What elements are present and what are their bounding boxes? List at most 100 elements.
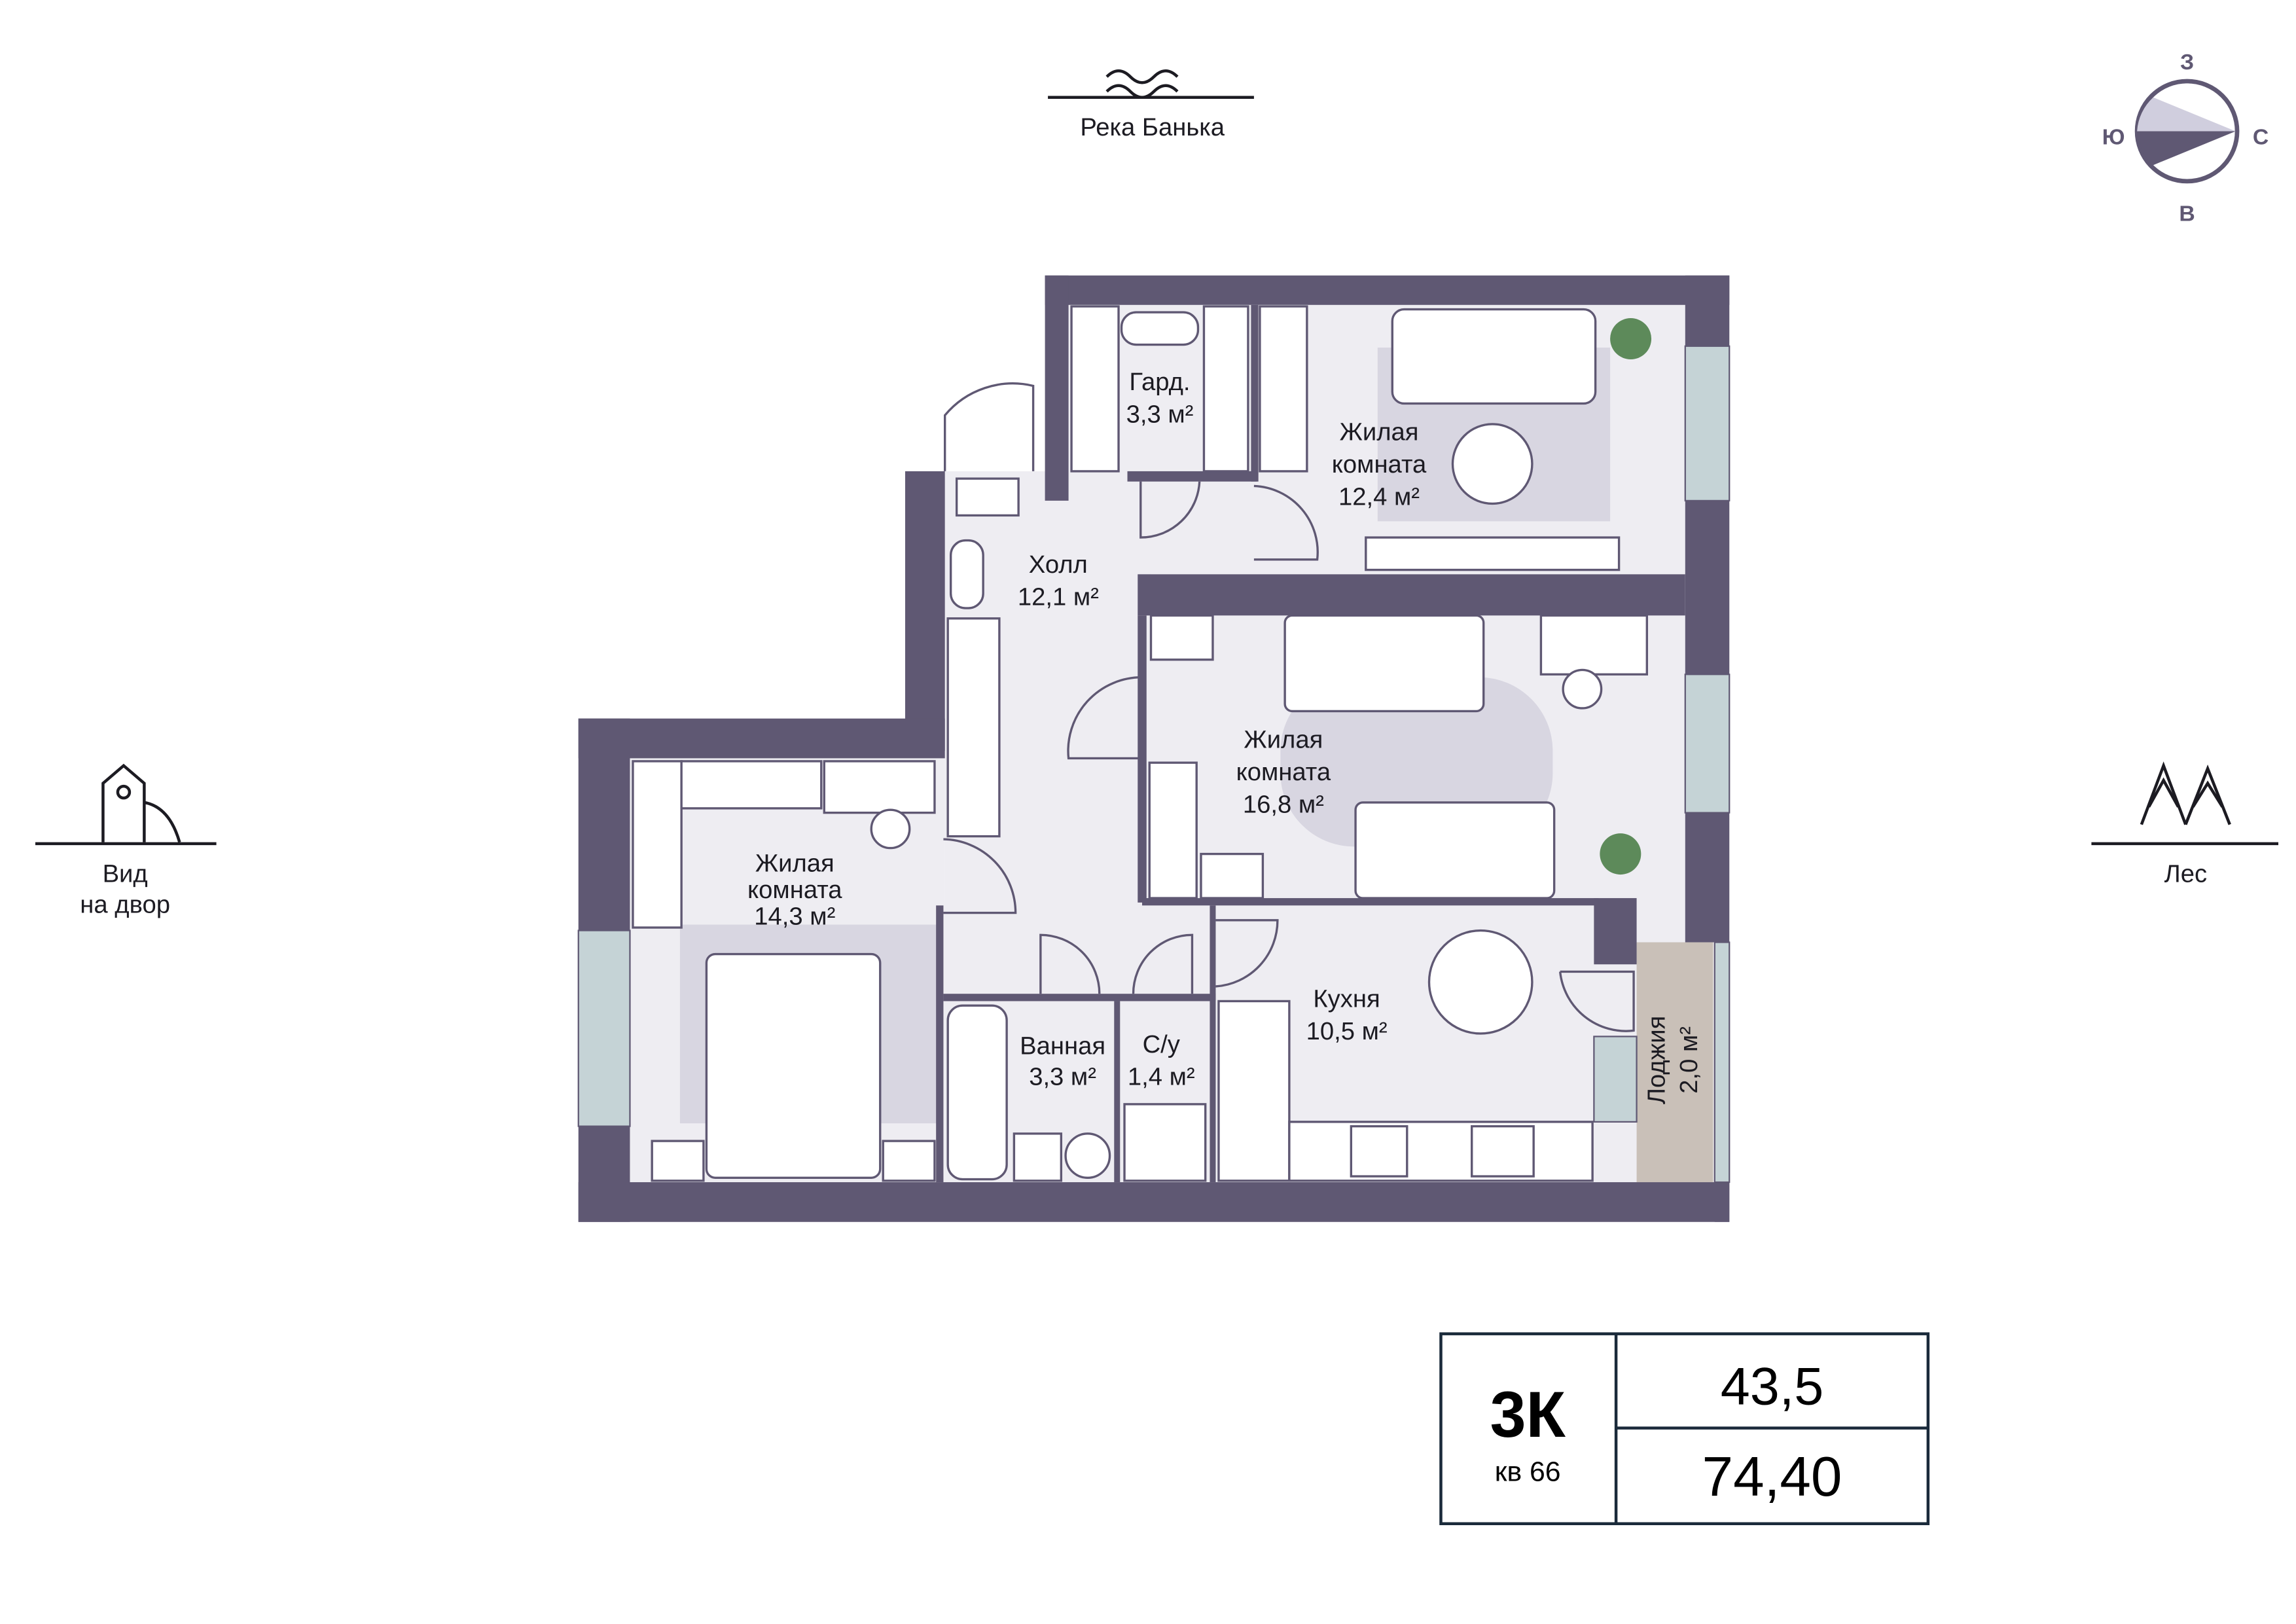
bathroom-area: 3,3 м² <box>1029 1063 1096 1091</box>
bath-sink <box>1013 1132 1063 1182</box>
living-area: 43,5 <box>1721 1358 1824 1416</box>
apartment-info-box: 3К кв 66 43,5 74,40 <box>1439 1332 1930 1526</box>
window-top-room <box>1684 345 1731 502</box>
coffee-table <box>1451 423 1534 505</box>
window-left-room <box>577 929 631 1127</box>
compass-west: З <box>2180 50 2194 75</box>
windows <box>577 345 1731 1183</box>
river-label: Река Банька <box>1080 113 1225 141</box>
living-top-name1: Жилая <box>1340 418 1419 446</box>
total-area: 74,40 <box>1702 1446 1842 1508</box>
living-top-area: 12,4 м² <box>1338 483 1420 511</box>
kitchen-area: 10,5 м² <box>1306 1017 1388 1045</box>
compass-south: Ю <box>2102 125 2125 150</box>
wardrobe-closet-1 <box>1070 305 1120 473</box>
sofa <box>1391 308 1597 405</box>
living-left-area: 14,3 м² <box>754 903 835 931</box>
loggia-area: 2,0 м² <box>1675 1026 1703 1094</box>
hall-closet <box>946 617 1001 838</box>
plant-mid-room-icon <box>1600 833 1641 875</box>
doors <box>943 382 1635 1032</box>
wardrobe-bench <box>1120 311 1200 346</box>
river-waves-icon <box>1048 69 1254 99</box>
trees-icon <box>2091 761 2279 846</box>
left-chair <box>870 808 911 850</box>
bathtub <box>946 1004 1008 1181</box>
nightstand-left <box>651 1140 705 1182</box>
mid-desk-right <box>1539 614 1649 676</box>
hall-name: Холл <box>1029 550 1088 579</box>
plant-top-room-icon <box>1610 318 1652 360</box>
compass-north: С <box>2253 125 2269 150</box>
wall-wardrobe-right <box>1251 304 1259 482</box>
mid-desk-left <box>1149 614 1214 661</box>
door-mid-room <box>1067 676 1143 760</box>
living-mid-name1: Жилая <box>1244 726 1323 754</box>
wall-hall-left <box>905 471 945 751</box>
toilet-fixture <box>1123 1103 1207 1182</box>
wall-bath-toilet <box>1114 1001 1121 1183</box>
mid-closet <box>1148 761 1198 899</box>
wall-bottom <box>578 1182 1730 1222</box>
compass-light-sector <box>2137 97 2236 132</box>
nightstand-right <box>882 1140 936 1182</box>
hall-ottoman <box>949 539 984 609</box>
dining-table <box>1427 929 1534 1035</box>
wardrobe-closet-2 <box>1202 305 1249 473</box>
kitchen-counter <box>1288 1121 1594 1182</box>
door-entrance <box>943 382 1035 471</box>
door-bathroom <box>1039 933 1101 994</box>
furniture <box>632 305 1652 1182</box>
fridge-column <box>1217 1000 1291 1182</box>
tv-stand <box>1365 536 1621 571</box>
toilet-name: С/у <box>1143 1030 1181 1058</box>
living-left-name2: комната <box>747 876 842 904</box>
bed-single-bottom <box>1354 801 1556 899</box>
loggia-name: Лоджия <box>1642 1016 1670 1104</box>
compass-east: В <box>2179 202 2195 226</box>
room-labels: Гард. 3,3 м² Жилая комната 12,4 м² Холл … <box>747 368 1703 1104</box>
hall-bench <box>955 477 1020 517</box>
left-desk <box>823 760 936 814</box>
wardrobe-name: Гард. <box>1129 368 1190 396</box>
yard-label-line2: на двор <box>80 891 170 919</box>
wall-top-left <box>1045 275 1069 501</box>
living-left-name1: Жилая <box>755 850 834 878</box>
window-mid-room <box>1684 674 1731 814</box>
living-mid-area: 16,8 м² <box>1243 791 1324 819</box>
left-closet-vertical <box>632 760 683 929</box>
wall-left-room-right <box>936 905 944 1183</box>
wardrobe-area: 3,3 м² <box>1126 401 1194 429</box>
door-top-room <box>1253 484 1319 561</box>
door-wardrobe <box>1139 481 1201 539</box>
river-landmark: Река Банька <box>1048 69 1254 141</box>
hall-area: 12,1 м² <box>1018 583 1099 611</box>
bed-single-top <box>1283 614 1485 713</box>
door-left-room <box>943 838 1017 914</box>
living-top-name2: комната <box>1332 450 1427 478</box>
wall-mid-top <box>1138 574 1685 616</box>
wall-left-top <box>578 718 945 759</box>
wall-wardrobe-bottom <box>1127 471 1257 482</box>
forest-label: Лес <box>2164 859 2207 888</box>
window-loggia <box>1713 941 1731 1183</box>
apartment-number: кв 66 <box>1495 1456 1561 1488</box>
playground-icon <box>35 763 217 846</box>
wall-toilet-kitchen <box>1210 905 1216 1183</box>
door-toilet <box>1132 933 1194 994</box>
apartment-type: 3К <box>1490 1378 1566 1451</box>
kitchen-name: Кухня <box>1313 984 1380 1013</box>
left-closet-horizontal <box>680 760 823 810</box>
living-mid-name2: комната <box>1236 758 1331 786</box>
loggia-floor <box>1636 942 1713 1183</box>
door-loggia <box>1558 970 1635 1032</box>
door-kitchen <box>1215 919 1279 988</box>
mid-chair <box>1562 668 1603 710</box>
wall-kitchen-corner <box>1594 898 1637 965</box>
top-room-closet <box>1259 305 1308 473</box>
stove <box>1471 1125 1535 1178</box>
compass-dark-sector <box>2137 131 2236 166</box>
yard-landmark: Вид на двор <box>35 763 217 919</box>
wall-top <box>1045 275 1730 305</box>
